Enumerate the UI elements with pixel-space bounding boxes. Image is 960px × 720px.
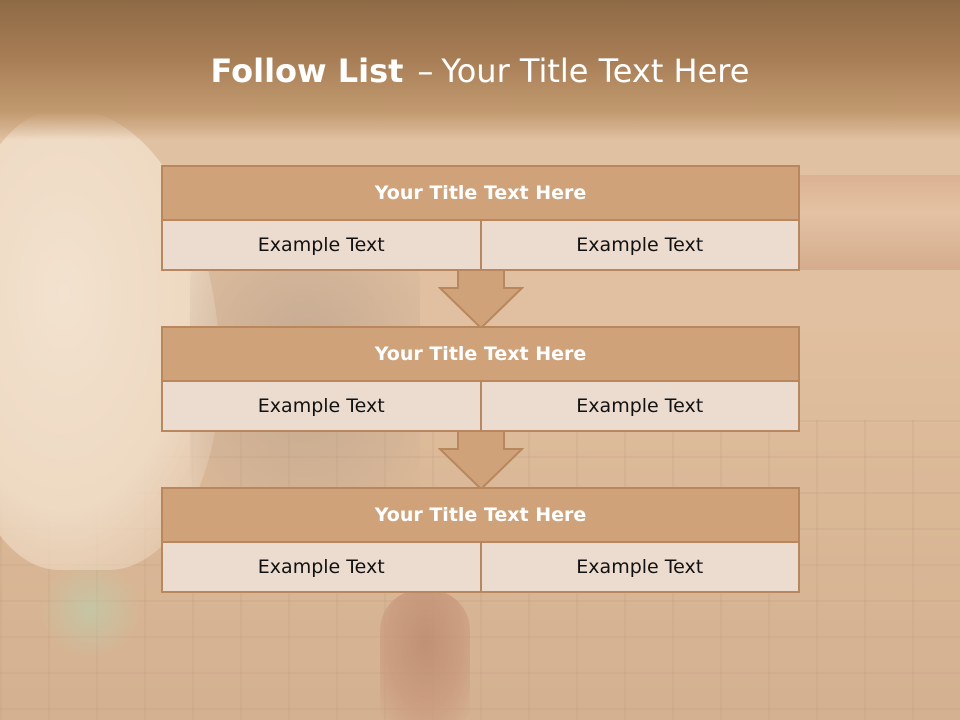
shoe-shape: [380, 590, 470, 720]
flow-box-cell-left: Example Text: [161, 543, 482, 593]
title-bold: Follow List: [210, 52, 404, 90]
flow-box-3: Your Title Text Here Example Text Exampl…: [161, 487, 800, 593]
title-rest: Your Title Text Here: [441, 52, 750, 90]
flow-box-1: Your Title Text Here Example Text Exampl…: [161, 165, 800, 271]
flow-box-cell-right: Example Text: [481, 543, 800, 593]
slide-title: Follow List–Your Title Text Here: [0, 52, 960, 90]
flow-box-heading: Your Title Text Here: [161, 165, 800, 221]
flow-box-cell-left: Example Text: [161, 382, 482, 432]
flow-box-2: Your Title Text Here Example Text Exampl…: [161, 326, 800, 432]
flow-box-cell-left: Example Text: [161, 221, 482, 271]
flow-box-cell-right: Example Text: [481, 221, 800, 271]
down-arrow-icon: [438, 431, 524, 491]
flow-box-heading: Your Title Text Here: [161, 487, 800, 543]
flow-box-cell-right: Example Text: [481, 382, 800, 432]
flow-box-heading: Your Title Text Here: [161, 326, 800, 382]
sandal-shape: [40, 560, 140, 660]
down-arrow-icon: [438, 270, 524, 330]
title-separator: –: [417, 52, 434, 90]
title-bar: [0, 0, 960, 140]
